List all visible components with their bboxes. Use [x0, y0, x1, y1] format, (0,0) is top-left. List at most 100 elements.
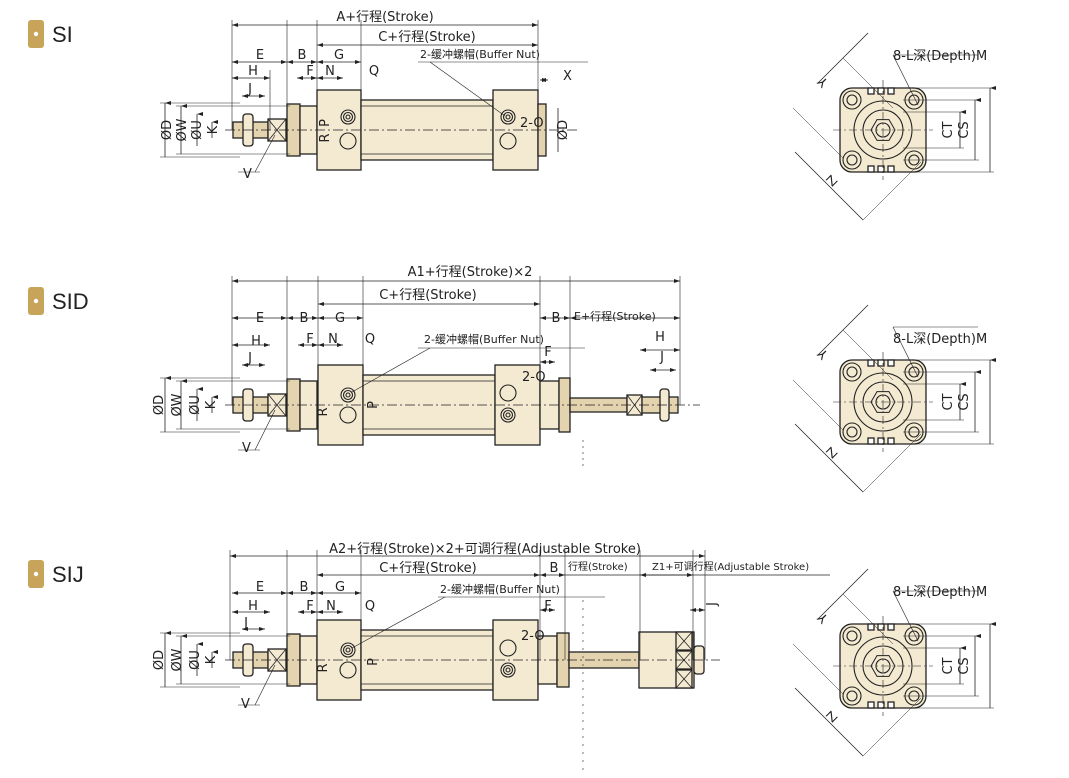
dim-cs: CS — [957, 393, 972, 410]
arrow-icon — [232, 23, 238, 27]
port-circle — [499, 384, 517, 402]
dim-od: ØD — [152, 395, 167, 415]
extension-line — [792, 643, 844, 695]
arrow-icon — [232, 60, 238, 64]
mounting-slot — [877, 701, 885, 709]
dim-b-right: B — [550, 561, 559, 576]
section-title: SIJ — [52, 562, 84, 587]
arrow-icon — [532, 23, 538, 27]
arrow-icon — [355, 591, 361, 595]
mounting-slot — [877, 87, 885, 95]
dim-k: K — [206, 125, 221, 134]
arrow-icon — [337, 610, 343, 614]
flat-x — [267, 393, 287, 417]
arrow-icon — [559, 573, 565, 577]
dim-n: N — [328, 332, 338, 347]
dim-p: P — [366, 401, 381, 409]
mounting-slot — [877, 359, 885, 367]
dim-a1: A1+行程(Stroke)×2 — [408, 265, 533, 280]
depth-label: 8-L深(Depth)M — [893, 49, 987, 64]
arrow-icon — [232, 76, 238, 80]
arrow-icon — [311, 60, 317, 64]
extension-line — [862, 161, 922, 221]
arrow-icon — [287, 591, 293, 595]
arrow-icon — [532, 43, 538, 47]
dim-q: Q — [365, 332, 375, 347]
extension-line — [862, 433, 922, 493]
arrow-icon — [640, 348, 646, 352]
dim-h: H — [248, 599, 258, 614]
arrow-icon — [355, 60, 361, 64]
dim-f: F — [306, 599, 313, 614]
arrow-icon — [297, 76, 303, 80]
dim-ow: ØW — [170, 393, 185, 416]
circle — [502, 664, 514, 676]
arrow-icon — [311, 610, 317, 614]
dim-f-right: F — [544, 345, 551, 360]
sij-side-labels: A2+行程(Stroke)×2+可调行程(Adjustable Stroke) … — [152, 542, 809, 712]
arrow-icon — [264, 610, 270, 614]
circle — [846, 690, 858, 702]
arrow-icon — [318, 302, 324, 306]
flat-x — [675, 669, 693, 689]
dim-od: ØD — [152, 650, 167, 670]
circle — [345, 647, 351, 653]
depth-label: 8-L深(Depth)M — [893, 332, 987, 347]
flat-x — [675, 631, 693, 651]
port-label: 2-O — [522, 370, 546, 385]
arrow-icon — [212, 120, 218, 124]
leader-line — [254, 664, 276, 706]
leader-line — [892, 326, 919, 378]
dim-r: R — [316, 407, 331, 416]
flat-x — [267, 118, 287, 142]
dim-h: H — [251, 334, 261, 349]
arrow-icon — [264, 76, 270, 80]
dim-e: E — [256, 580, 264, 595]
dim-q: Q — [369, 64, 379, 79]
port-circle — [339, 406, 357, 424]
depth-label: 8-L深(Depth)M — [893, 585, 987, 600]
dim-a2: A2+行程(Stroke)×2+可调行程(Adjustable Stroke) — [329, 542, 641, 557]
si-side-labels: A+行程(Stroke) C+行程(Stroke) E B G H F N Q … — [160, 10, 572, 182]
extension-line — [842, 593, 894, 645]
port-label: 2-O — [520, 116, 544, 131]
arrow-icon — [298, 610, 304, 614]
mounting-slot — [887, 701, 895, 709]
dim-g: G — [334, 48, 344, 63]
dim-j-right: J — [705, 602, 720, 607]
arrow-icon — [540, 316, 546, 320]
dim-b: B — [300, 311, 309, 326]
section-tab-si: SI — [28, 20, 73, 48]
circle — [846, 94, 858, 106]
buffer-nut-label: 2-缓冲螺帽(Buffer Nut) — [424, 332, 544, 346]
arrow-icon — [232, 591, 238, 595]
arrow-icon — [674, 316, 680, 320]
arrow-icon — [317, 76, 323, 80]
tapped-hole-icon — [842, 150, 862, 170]
mounting-slot — [887, 87, 895, 95]
dim-f: F — [306, 64, 313, 79]
arrow-icon — [337, 76, 343, 80]
dim-y: Y — [815, 345, 832, 362]
dim-y: Y — [815, 73, 832, 90]
dim-z1: Z1+可调行程(Adjustable Stroke) — [652, 560, 809, 573]
sid-end-labels: 8-L深(Depth)M Y Z CT CS — [815, 332, 987, 462]
arrow-icon — [197, 387, 203, 391]
mounting-slot — [887, 623, 895, 631]
dim-stroke: 行程(Stroke) — [568, 560, 628, 573]
circle — [846, 366, 858, 378]
circle — [846, 154, 858, 166]
arrow-icon — [540, 608, 546, 612]
circle — [345, 392, 351, 398]
leader-line — [351, 347, 431, 393]
dim-c: C+行程(Stroke) — [379, 561, 477, 576]
dim-r: R — [316, 663, 331, 672]
dimension-line — [794, 687, 864, 757]
mounting-slot — [867, 701, 875, 709]
dim-g: G — [335, 311, 345, 326]
arrow-icon — [259, 94, 265, 98]
dim-ow: ØW — [170, 648, 185, 671]
mounting-slot — [887, 165, 895, 173]
circle — [345, 114, 351, 120]
arrow-icon — [311, 591, 317, 595]
